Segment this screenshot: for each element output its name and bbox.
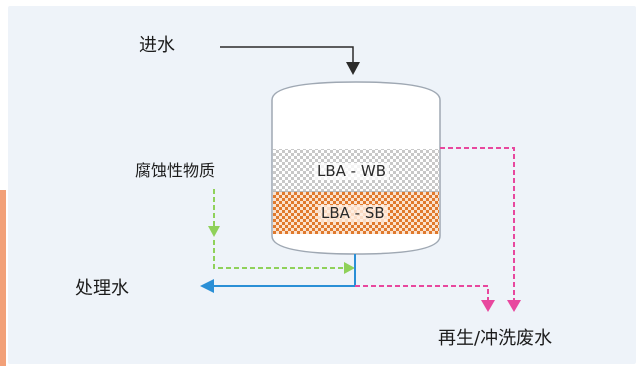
waste-arrowhead-right (507, 300, 521, 312)
waste-arrowhead-left (481, 300, 495, 312)
corrosive-arrowhead-down (208, 226, 220, 237)
waste-flow-line-bottom (355, 285, 489, 300)
resin-label-wb: LBA - WB (314, 163, 389, 180)
inlet-label: 进水 (139, 35, 175, 56)
waste-flow-line-top (440, 147, 515, 300)
corrosive-arrowhead-right (344, 262, 355, 274)
treated-arrowhead (200, 279, 214, 293)
left-accent-strip (0, 190, 6, 366)
treated-label: 处理水 (75, 278, 129, 299)
corrosive-label: 腐蚀性物质 (135, 161, 216, 180)
inlet-arrowhead (346, 62, 360, 75)
waste-label: 再生/冲洗废水 (438, 328, 553, 349)
corrosive-return-line (213, 240, 344, 269)
inlet-flow-line (220, 46, 354, 62)
resin-label-sb: LBA - SB (318, 205, 388, 222)
